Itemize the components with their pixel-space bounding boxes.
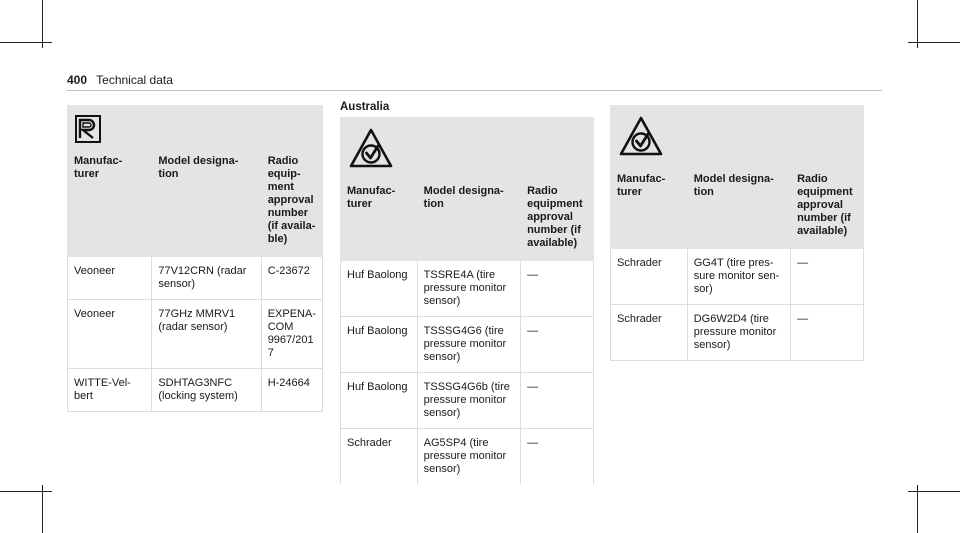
crop-mark bbox=[917, 485, 918, 533]
table-row: WITTE-Vel- bert SDHTAG3NFC (locking syst… bbox=[66, 368, 324, 412]
column-header: Manufac- turer bbox=[340, 178, 418, 261]
cell: AG5SP4 (tire pressure monitor sensor) bbox=[416, 428, 522, 484]
cell: Veoneer bbox=[66, 299, 153, 369]
icon-cell bbox=[67, 105, 323, 149]
cell: 77GHz MMRV1 (radar sensor) bbox=[151, 299, 262, 369]
cell: — bbox=[790, 304, 864, 361]
cell: — bbox=[520, 260, 594, 317]
rcm-compliance-mark-icon bbox=[619, 116, 663, 156]
cell: 77V12CRN (radar sensor) bbox=[151, 256, 262, 300]
cell: H-24664 bbox=[260, 368, 324, 412]
region-title: Australia bbox=[340, 101, 390, 113]
column-header: Radio equipment approval number (if avai… bbox=[790, 166, 864, 249]
rcm-compliance-mark-icon bbox=[349, 128, 393, 168]
table-row: Veoneer 77GHz MMRV1 (radar sensor) EXPEN… bbox=[66, 299, 324, 369]
page-header: 400 Technical data bbox=[67, 73, 173, 87]
column-header: Manufac- turer bbox=[610, 166, 688, 249]
crop-mark bbox=[0, 491, 52, 492]
cell: — bbox=[790, 248, 864, 305]
cell: Huf Baolong bbox=[340, 316, 418, 373]
table-row: Schrader GG4T (tire pres- sure monitor s… bbox=[610, 248, 864, 305]
column-header: Radio equipment approval number (if avai… bbox=[520, 178, 594, 261]
r-certification-mark-icon bbox=[75, 115, 101, 143]
column-header: Model designa- tion bbox=[151, 148, 262, 257]
cell: Veoneer bbox=[66, 256, 153, 300]
table-row: Schrader AG5SP4 (tire pressure monitor s… bbox=[340, 428, 594, 484]
cell: C-23672 bbox=[260, 256, 324, 300]
cell: Schrader bbox=[610, 248, 688, 305]
cell: SDHTAG3NFC (locking system) bbox=[151, 368, 262, 412]
table-row: Huf Baolong TSSSG4G6b (tire pressure mon… bbox=[340, 372, 594, 429]
cell: EXPENA- COM 9967/201 7 bbox=[260, 299, 324, 369]
crop-mark bbox=[0, 42, 52, 43]
cell: — bbox=[520, 316, 594, 373]
cell: Huf Baolong bbox=[340, 372, 418, 429]
table-row: Veoneer 77V12CRN (radar sensor) C-23672 bbox=[66, 256, 324, 300]
icon-cell bbox=[340, 117, 594, 179]
page-number: 400 bbox=[67, 73, 88, 87]
approval-table-3: Manufac- turer Model designa- tion Radio… bbox=[610, 105, 864, 361]
table-row: Huf Baolong TSSRE4A (tire pressure monit… bbox=[340, 260, 594, 317]
cell: WITTE-Vel- bert bbox=[66, 368, 153, 412]
column-header: Manufac- turer bbox=[66, 148, 153, 257]
approval-table-1: Manufac- turer Model designa- tion Radio… bbox=[66, 105, 324, 412]
column-header: Model designa- tion bbox=[416, 178, 522, 261]
cell: DG6W2D4 (tire pressure monitor sensor) bbox=[686, 304, 792, 361]
cell: TSSSG4G6b (tire pressure monitor sensor) bbox=[416, 372, 522, 429]
table-row: Schrader DG6W2D4 (tire pressure monitor … bbox=[610, 304, 864, 361]
cell: TSSRE4A (tire pressure monitor sensor) bbox=[416, 260, 522, 317]
cell: GG4T (tire pres- sure monitor sen- sor) bbox=[686, 248, 792, 305]
column-header: Radio equip- ment approval number (if av… bbox=[260, 148, 324, 257]
crop-mark bbox=[917, 0, 918, 48]
cell: Schrader bbox=[610, 304, 688, 361]
table-row: Huf Baolong TSSSG4G6 (tire pressure moni… bbox=[340, 316, 594, 373]
crop-mark bbox=[908, 42, 960, 43]
header-rule bbox=[67, 90, 882, 91]
crop-mark bbox=[908, 491, 960, 492]
icon-cell bbox=[610, 105, 864, 167]
section-title: Technical data bbox=[96, 73, 173, 87]
column-header: Model designa- tion bbox=[686, 166, 792, 249]
crop-mark bbox=[42, 0, 43, 48]
crop-mark bbox=[42, 485, 43, 533]
cell: — bbox=[520, 428, 594, 484]
cell: Schrader bbox=[340, 428, 418, 484]
approval-table-australia: Manufac- turer Model designa- tion Radio… bbox=[340, 117, 594, 484]
cell: TSSSG4G6 (tire pressure monitor sensor) bbox=[416, 316, 522, 373]
cell: — bbox=[520, 372, 594, 429]
cell: Huf Baolong bbox=[340, 260, 418, 317]
